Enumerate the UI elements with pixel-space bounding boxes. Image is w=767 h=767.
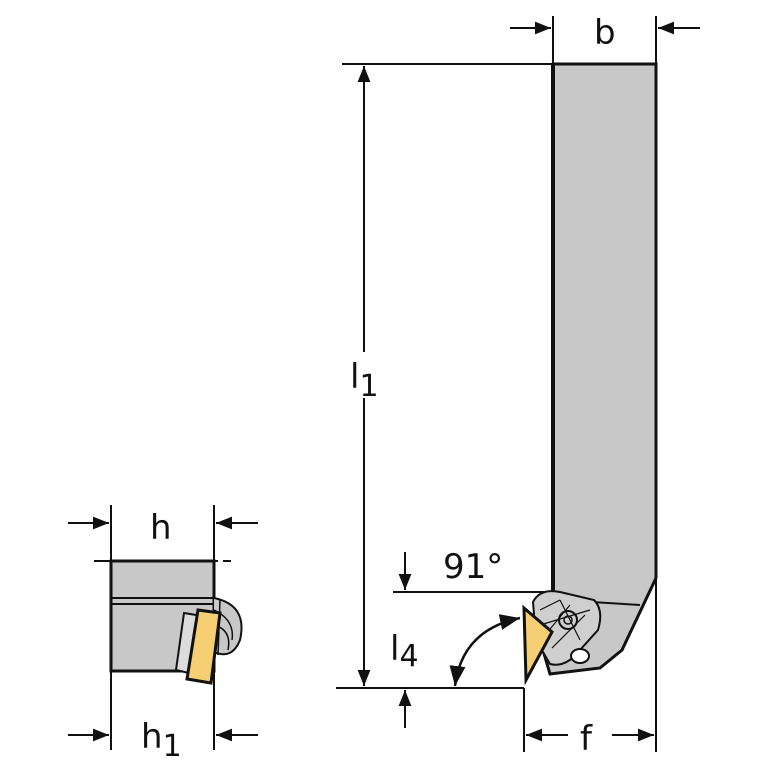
label-f: f (580, 719, 593, 759)
label-h: h (150, 508, 172, 548)
top-view: b l1 l4 91° (336, 13, 700, 759)
label-l1: l1 (350, 357, 379, 404)
insert (522, 604, 554, 686)
end-view: h h1 (68, 505, 258, 764)
label-h1: h1 (141, 717, 182, 764)
label-b: b (594, 13, 616, 53)
label-l4: l4 (390, 629, 419, 674)
clamp-detail (531, 590, 602, 666)
label-angle: 91° (443, 547, 503, 587)
